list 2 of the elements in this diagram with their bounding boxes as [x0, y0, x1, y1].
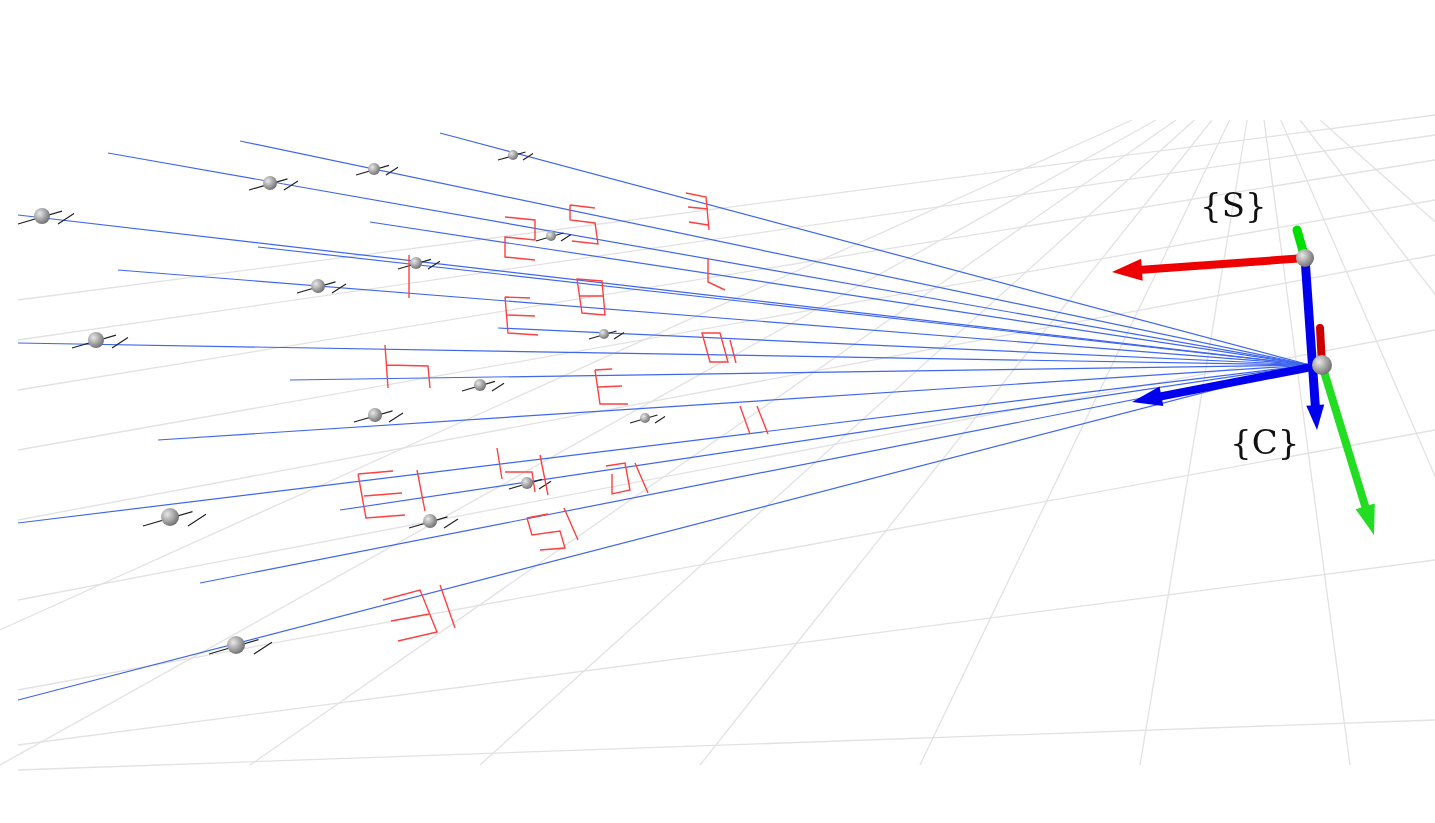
frame-label: {S}: [1200, 188, 1267, 222]
frame-label: {C}: [1230, 425, 1300, 459]
